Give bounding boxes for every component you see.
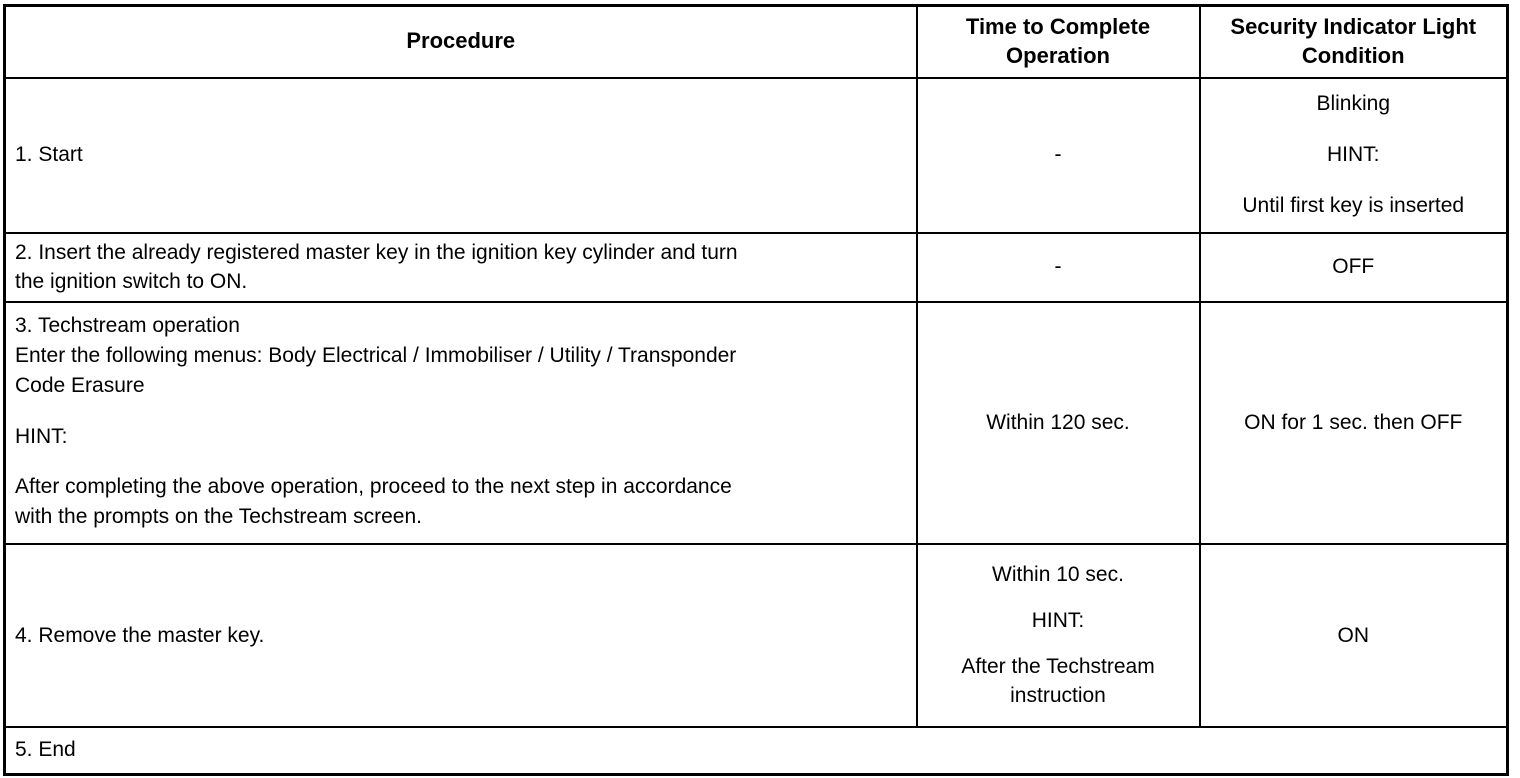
column-header-time-line-2: Operation bbox=[1006, 42, 1110, 68]
spacer bbox=[1209, 170, 1499, 191]
cell-indicator-step-4: ON bbox=[1198, 543, 1509, 729]
cell-indicator-step-3: ON for 1 sec. then OFF bbox=[1198, 301, 1509, 546]
column-header-procedure-label: Procedure bbox=[406, 28, 516, 54]
cell-time-step-1: - bbox=[915, 76, 1201, 234]
indicator-step-1-line-1: Blinking bbox=[1316, 92, 1391, 116]
procedure-step-3-line-1: 3. Techstream operation bbox=[15, 314, 240, 338]
time-step-4-hint-label: HINT: bbox=[1031, 608, 1085, 632]
table-header: Procedure Time to Complete Operation Sec… bbox=[3, 4, 1509, 79]
spacer bbox=[926, 636, 1191, 652]
column-header-indicator-line-1: Security Indicator Light bbox=[1230, 14, 1477, 40]
procedure-step-1-line-1: 1. Start bbox=[15, 143, 83, 167]
time-step-4-line-1: Within 10 sec. bbox=[992, 563, 1124, 586]
spacer bbox=[15, 401, 904, 422]
cell-procedure-step-3: 3. Techstream operation Enter the follow… bbox=[3, 301, 918, 546]
indicator-step-2-value: OFF bbox=[1332, 255, 1375, 279]
cell-procedure-step-4: 4. Remove the master key. bbox=[3, 543, 918, 729]
spacer bbox=[15, 451, 904, 472]
column-header-indicator-light: Security Indicator Light Condition bbox=[1198, 4, 1509, 79]
table-row: 5. End bbox=[3, 726, 1509, 776]
time-step-4-hint-line-2: instruction bbox=[1010, 684, 1106, 708]
procedure-step-3-line-2: Enter the following menus: Body Electric… bbox=[15, 343, 737, 367]
spacer bbox=[926, 590, 1191, 606]
time-step-3-value: Within 120 sec. bbox=[986, 411, 1130, 435]
procedure-step-3-hint-label: HINT: bbox=[15, 424, 68, 448]
table-body: 1. Start - Blinking HINT: Until first ke… bbox=[3, 76, 1509, 776]
time-step-4-hint-line-1: After the Techstream bbox=[961, 654, 1155, 678]
indicator-step-1-hint-text: Until first key is inserted bbox=[1242, 193, 1465, 217]
column-header-indicator-line-2: Condition bbox=[1301, 42, 1405, 68]
procedure-step-3-hint-line-2: with the prompts on the Techstream scree… bbox=[15, 505, 422, 529]
column-header-procedure: Procedure bbox=[3, 4, 918, 79]
procedure-step-2-line-1: 2. Insert the already registered master … bbox=[15, 240, 738, 264]
table-row: 3. Techstream operation Enter the follow… bbox=[3, 301, 1509, 546]
procedure-step-4-line-1: 4. Remove the master key. bbox=[15, 623, 265, 647]
time-step-2-value: - bbox=[1054, 255, 1062, 279]
table-row: 1. Start - Blinking HINT: Until first ke… bbox=[3, 76, 1509, 234]
table-row: 4. Remove the master key. Within 10 sec.… bbox=[3, 543, 1509, 729]
cell-time-step-2: - bbox=[915, 231, 1201, 304]
spacer bbox=[1209, 119, 1499, 140]
procedure-step-3-hint-line-1: After completing the above operation, pr… bbox=[15, 475, 732, 499]
procedure-step-2-line-2: the ignition switch to ON. bbox=[15, 270, 248, 294]
procedure-step-5-label: 5. End bbox=[15, 738, 76, 762]
cell-procedure-step-5: 5. End bbox=[3, 726, 1509, 776]
table-header-row: Procedure Time to Complete Operation Sec… bbox=[3, 4, 1509, 79]
indicator-step-4-value: ON bbox=[1337, 623, 1370, 647]
column-header-time-line-1: Time to Complete bbox=[965, 14, 1151, 40]
cell-procedure-step-1: 1. Start bbox=[3, 76, 918, 234]
time-step-1-value: - bbox=[1054, 143, 1062, 167]
indicator-step-1-hint-label: HINT: bbox=[1327, 143, 1380, 167]
procedure-table: Procedure Time to Complete Operation Sec… bbox=[3, 4, 1509, 776]
cell-indicator-step-2: OFF bbox=[1198, 231, 1509, 304]
cell-time-step-3: Within 120 sec. bbox=[915, 301, 1201, 546]
column-header-time-to-complete: Time to Complete Operation bbox=[915, 4, 1201, 79]
cell-procedure-step-2: 2. Insert the already registered master … bbox=[3, 231, 918, 304]
cell-indicator-step-1: Blinking HINT: Until first key is insert… bbox=[1198, 76, 1509, 234]
indicator-step-3-value: ON for 1 sec. then OFF bbox=[1244, 411, 1463, 435]
cell-time-step-4: Within 10 sec. HINT: After the Techstrea… bbox=[915, 543, 1201, 729]
table-row: 2. Insert the already registered master … bbox=[3, 231, 1509, 304]
procedure-step-3-line-3: Code Erasure bbox=[15, 373, 145, 397]
